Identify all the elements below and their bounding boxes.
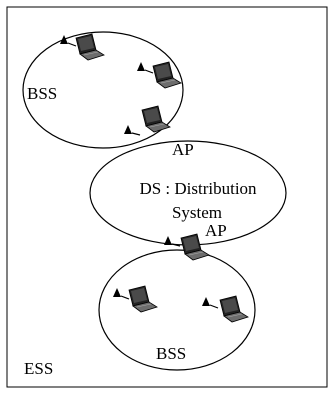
ess-boundary bbox=[6, 6, 328, 388]
ds-label-line2: System bbox=[172, 203, 222, 222]
station-top-left bbox=[60, 33, 105, 61]
ess-label: ESS bbox=[24, 359, 53, 378]
ds-label-line1: DS : Distribution bbox=[139, 179, 257, 198]
top-ap-label: AP bbox=[172, 140, 194, 159]
top-bss-label: BSS bbox=[27, 84, 57, 103]
station-bottom-right bbox=[202, 295, 249, 323]
top-bss-ellipse bbox=[22, 31, 184, 149]
access-point-top bbox=[124, 105, 171, 136]
station-bottom-left bbox=[113, 285, 158, 313]
bottom-ap-label: AP bbox=[205, 221, 227, 240]
station-top-right bbox=[137, 61, 182, 89]
bottom-bss-ellipse bbox=[98, 249, 256, 371]
bottom-bss-label: BSS bbox=[156, 344, 186, 363]
access-point-bottom bbox=[164, 233, 210, 261]
